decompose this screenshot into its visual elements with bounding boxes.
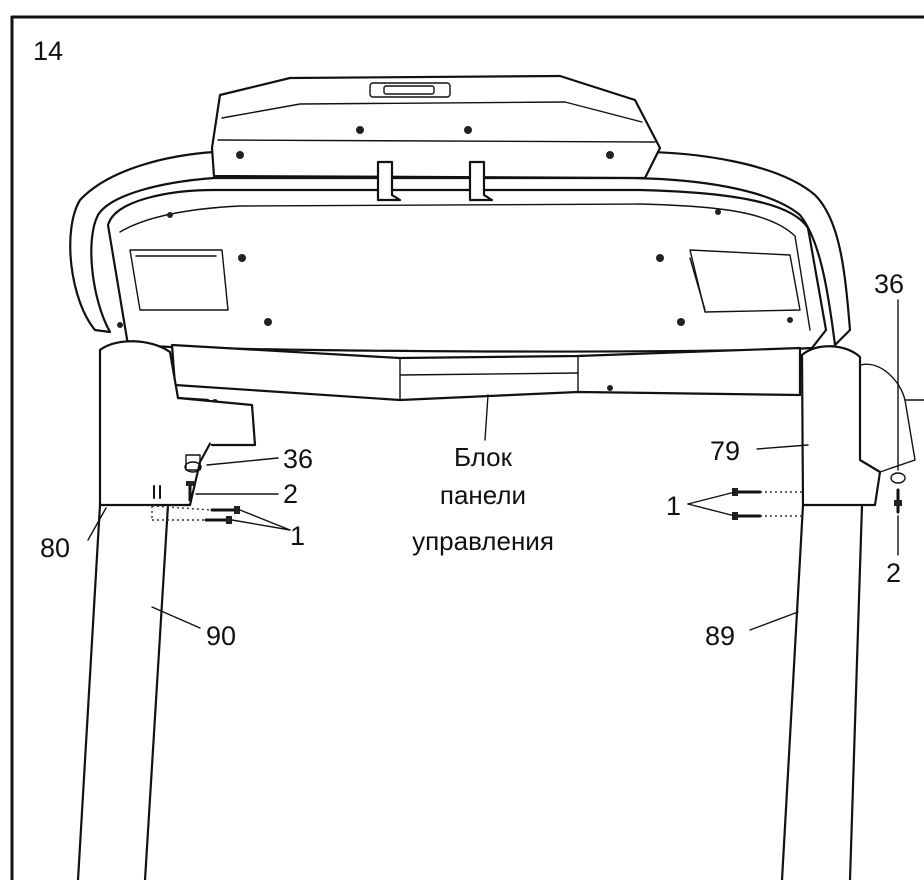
step-frame (10, 15, 924, 880)
console-label-line1: Блок (454, 442, 513, 472)
screws-1-left (151, 485, 240, 524)
bolt-2-left (186, 481, 194, 502)
step-number: 14 (33, 36, 63, 66)
callout-2-left: 2 (283, 479, 298, 509)
callout-80: 80 (40, 533, 70, 563)
bolt-2-right (894, 488, 902, 514)
callout-1-left: 1 (290, 521, 305, 551)
leader-lines (87, 299, 899, 631)
upright-cover-79 (800, 345, 924, 507)
upright-89 (780, 503, 864, 880)
upright-cover-80 (98, 340, 257, 507)
callout-36-left: 36 (283, 444, 313, 474)
callout-89: 89 (705, 621, 735, 651)
callout-2-right: 2 (886, 558, 901, 588)
console-leader-line (484, 394, 489, 441)
console-top-housing (210, 74, 662, 202)
upright-90 (76, 503, 170, 880)
console-lower-bar (170, 343, 802, 441)
screws-1-right (732, 488, 803, 520)
console-frame (69, 150, 852, 353)
callout-90: 90 (206, 621, 236, 651)
callout-79: 79 (710, 436, 740, 466)
console-label-line2: панели (440, 480, 526, 510)
callout-36-right: 36 (874, 269, 904, 299)
callout-1-right: 1 (666, 491, 681, 521)
console-label-line3: управления (412, 526, 554, 556)
